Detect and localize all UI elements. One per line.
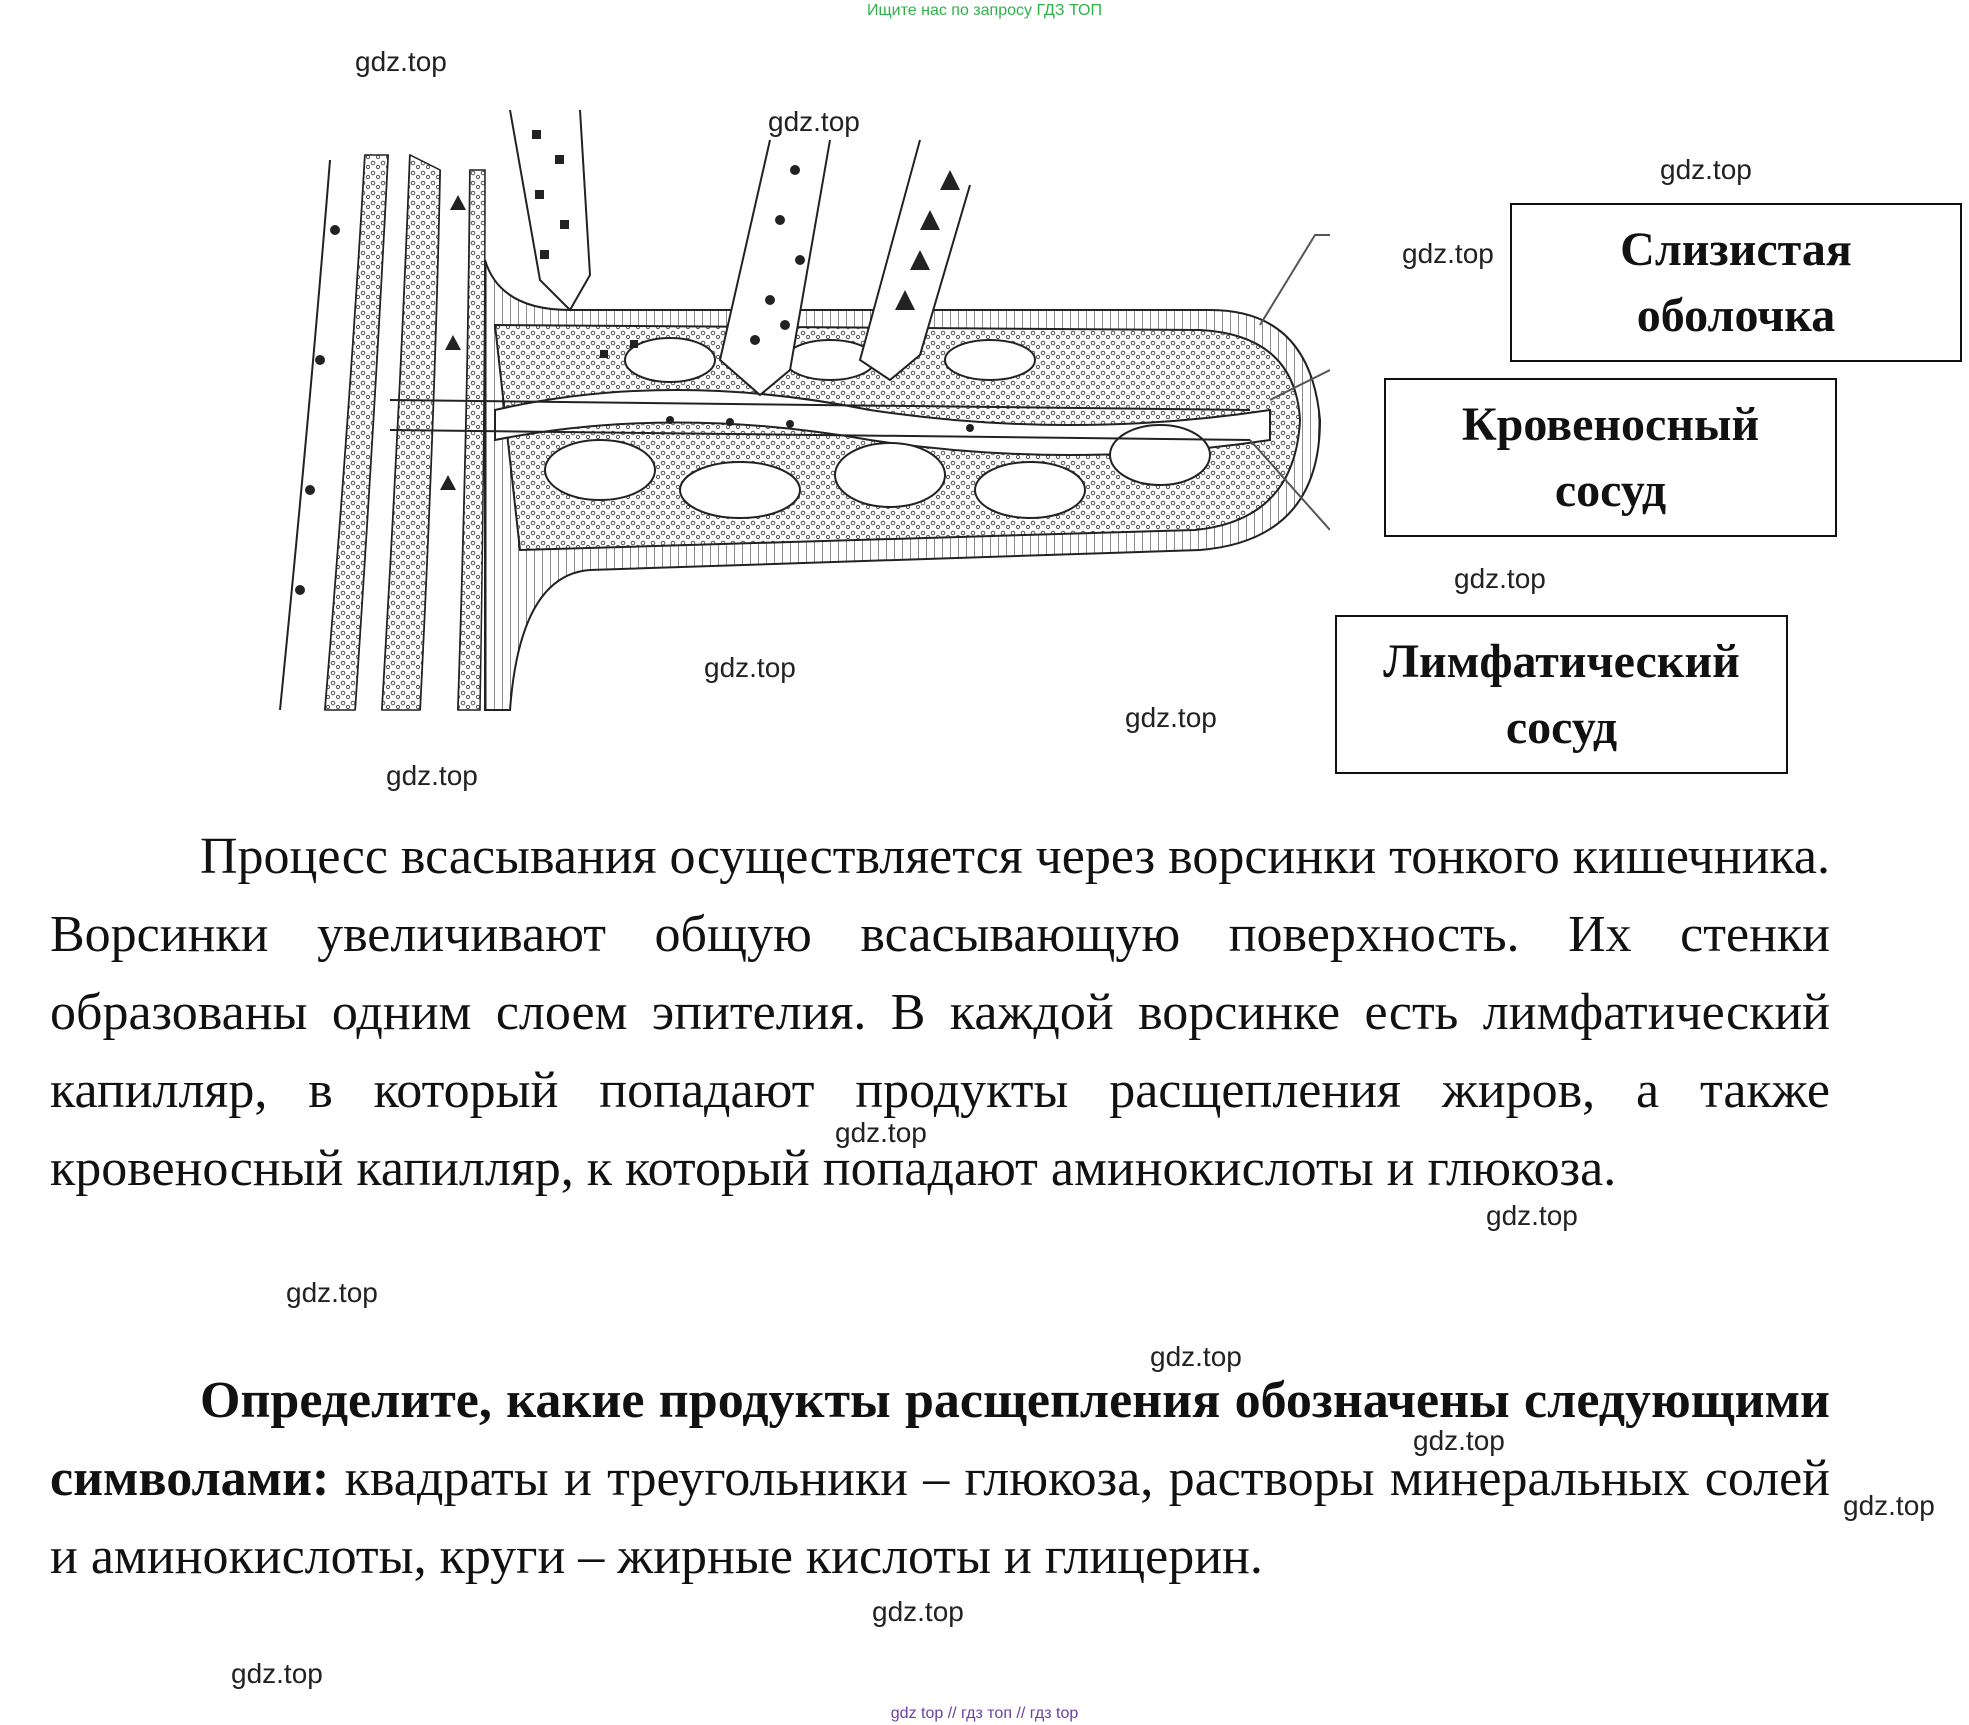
label-blood-vessel-line2: сосуд [1554,463,1667,517]
label-mucosa-line2: оболочка [1636,288,1836,342]
footer: gdz top // гдз топ // гдз top [890,1705,1079,1722]
watermark: gdz.top [768,106,860,137]
task-question: Определите, какие продукты расщепления о… [50,1372,1830,1507]
wall-cells [381,153,441,711]
wall-cells [324,154,389,711]
label-mucosa-line1: Слизистая [1620,222,1852,276]
villus-illustration [279,110,1330,711]
watermark: gdz.top [1413,1425,1505,1456]
label-blood-vessel-line1: Кровеносный [1461,397,1760,451]
lymph-vessel [389,399,1251,441]
label-lymph-vessel-line2: сосуд [1505,700,1618,754]
label-lymph-vessel: Лимфатический сосуд [1335,615,1788,774]
watermark: gdz.top [1843,1490,1935,1521]
watermark: gdz.top [1125,702,1217,733]
watermark: gdz.top [386,760,478,791]
watermark: gdz.top [872,1596,964,1627]
watermark: gdz.top [1486,1200,1578,1231]
watermark: gdz.top [286,1277,378,1308]
paragraph-absorption: Процесс всасывания осуществляется через … [50,828,1830,1197]
watermark: gdz.top [1150,1341,1242,1372]
symbols [295,130,974,595]
paragraph-task: Определите, какие продукты расщепления о… [50,1362,1830,1596]
watermark: gdz.top [835,1117,927,1148]
watermark: gdz.top [355,46,447,77]
watermark: gdz.top [1454,563,1546,594]
label-lymph-vessel-line1: Лимфатический [1383,634,1740,688]
watermark: gdz.top [1660,154,1752,185]
wall-cells [457,169,486,711]
top-banner: Ищите нас по запросу ГДЗ ТОП [867,2,1102,19]
watermark: gdz.top [1402,238,1494,269]
label-blood-vessel: Кровеносный сосуд [1384,378,1837,537]
label-mucosa: Слизистая оболочка [1510,203,1962,362]
watermark: gdz.top [704,652,796,683]
watermark: gdz.top [231,1658,323,1689]
leader-lines [1249,234,1330,531]
task-answer: квадраты и треугольники – глюкоза, раств… [50,1450,1830,1585]
